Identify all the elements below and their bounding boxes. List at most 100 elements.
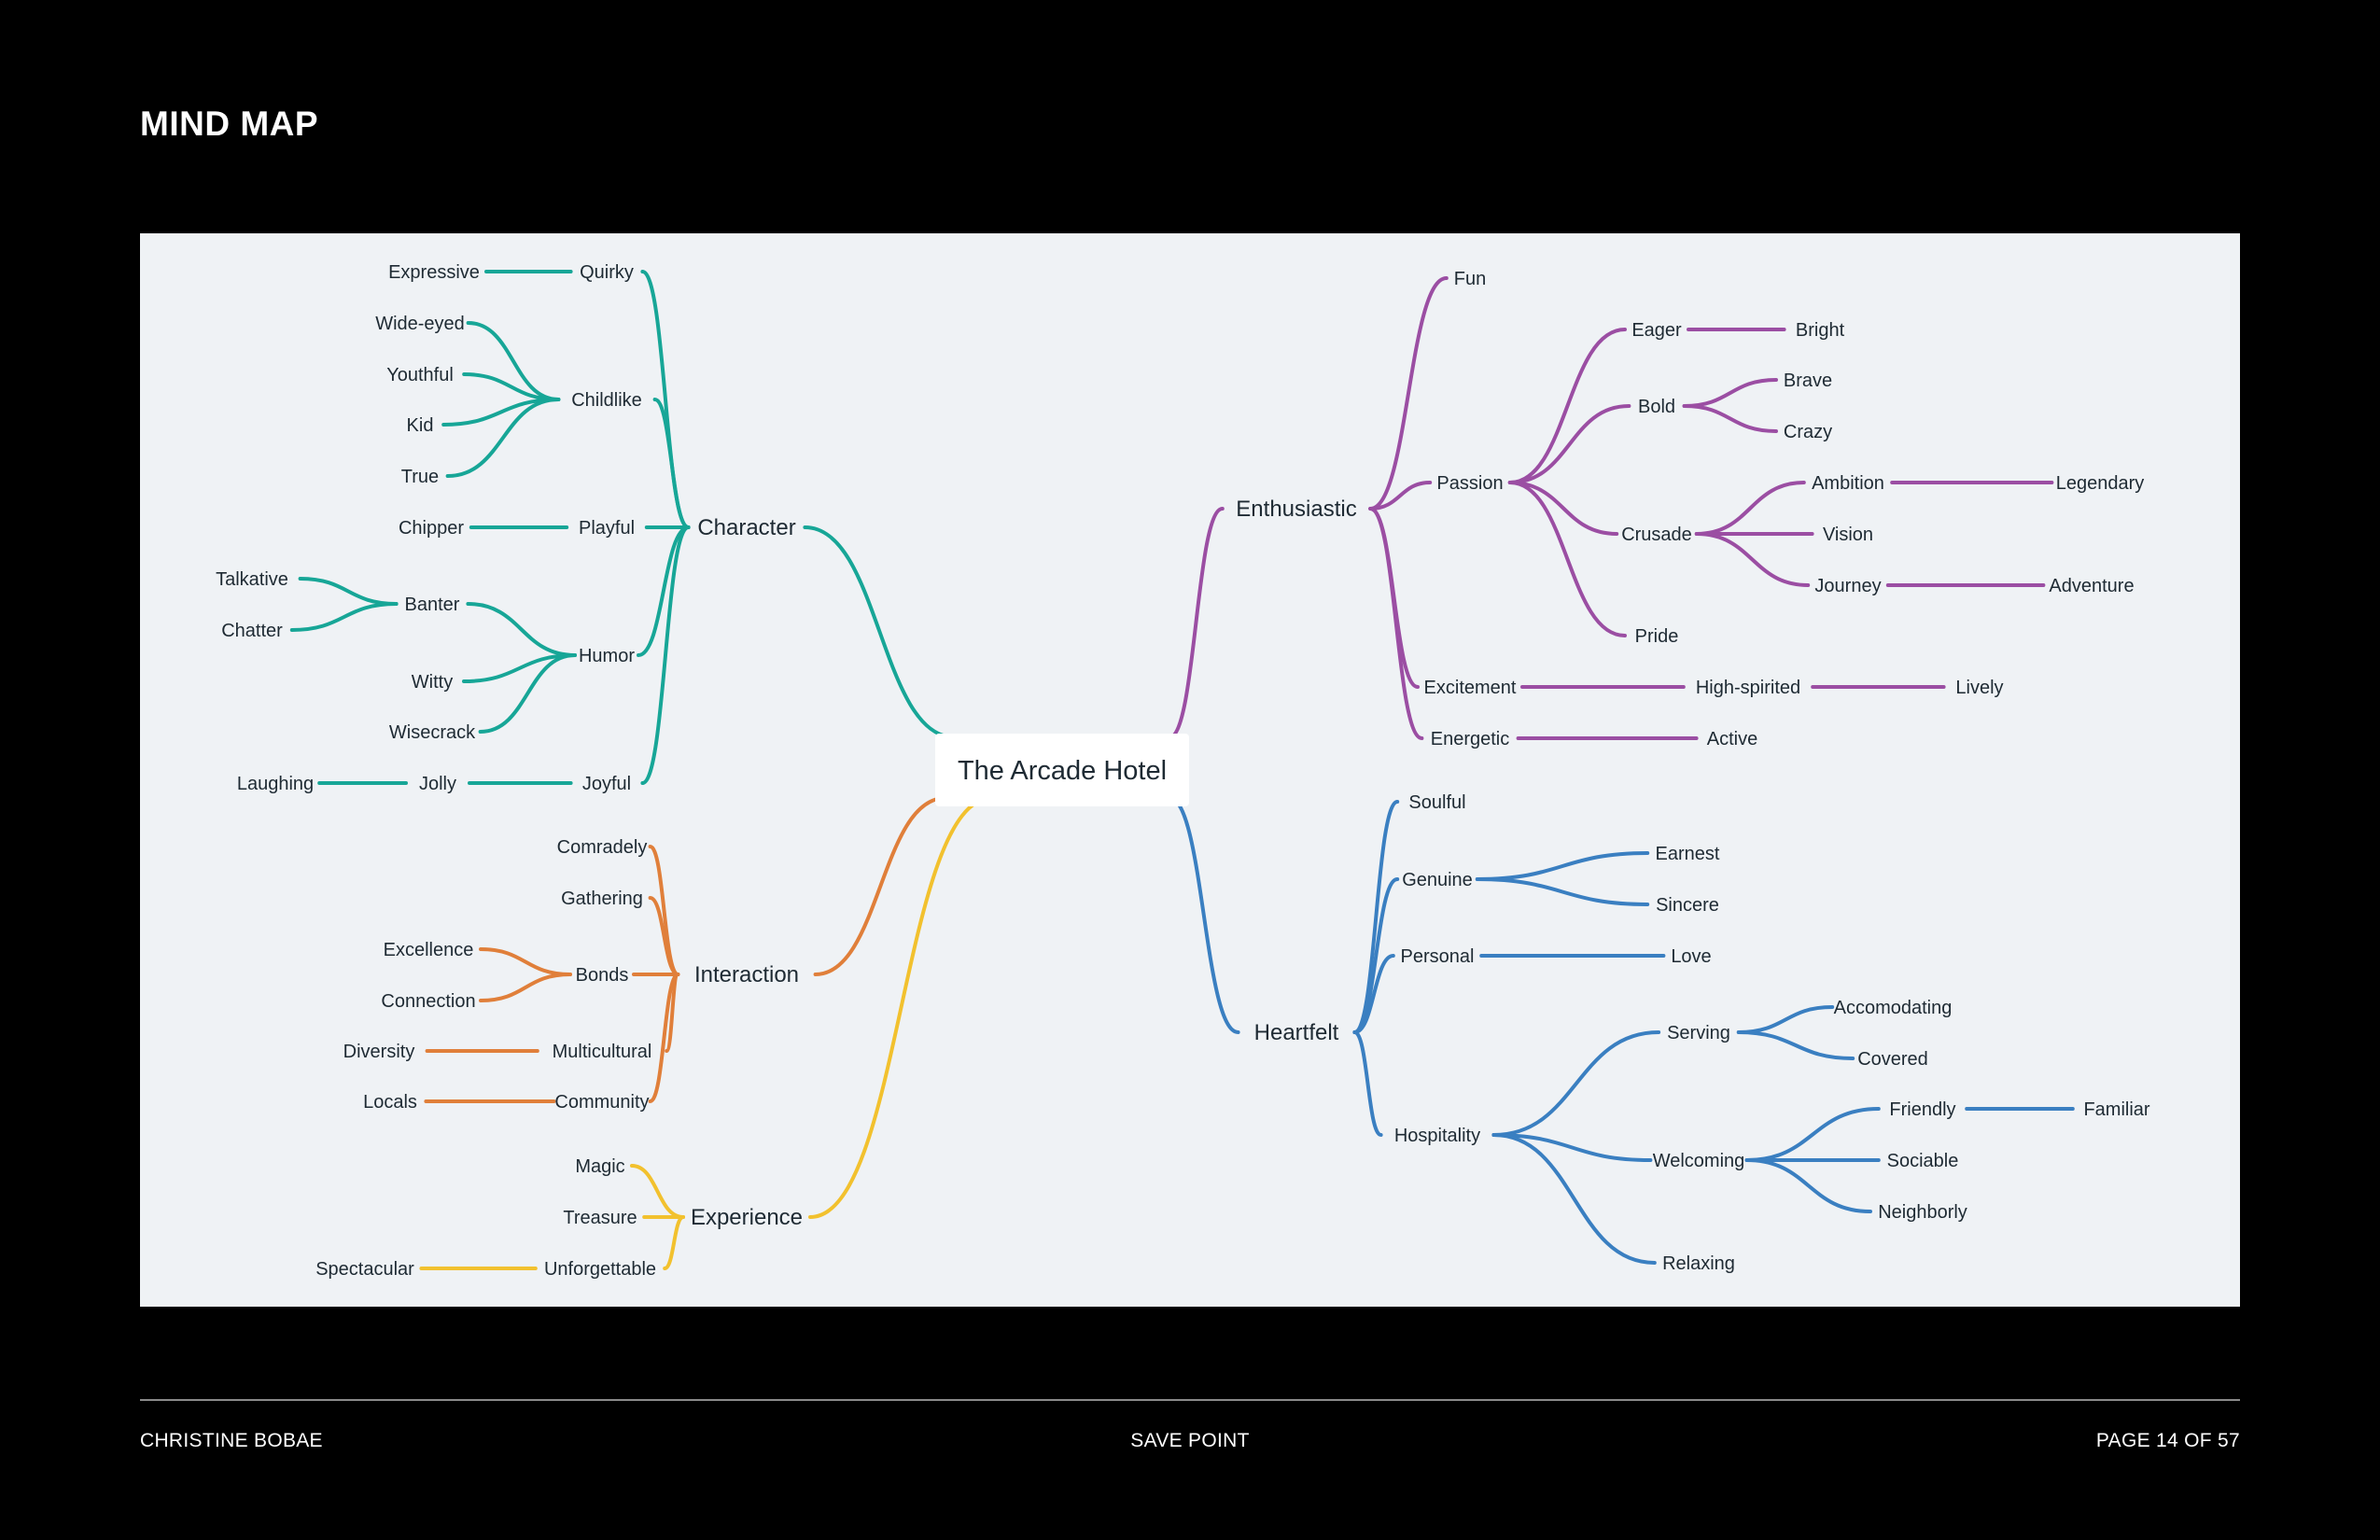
connector-joyful bbox=[640, 525, 691, 785]
node-quirky: Quirky bbox=[580, 262, 634, 283]
root-node-box bbox=[935, 734, 1189, 806]
node-legendary: Legendary bbox=[2056, 473, 2145, 494]
node-fun: Fun bbox=[1454, 269, 1486, 289]
connector-humor bbox=[637, 525, 691, 657]
node-accomodating: Accomodating bbox=[1834, 998, 1953, 1018]
node-diversity: Diversity bbox=[343, 1042, 415, 1062]
connector-quirky bbox=[640, 270, 691, 529]
node-sociable: Sociable bbox=[1887, 1151, 1959, 1171]
node-covered: Covered bbox=[1857, 1049, 1928, 1070]
node-witty: Witty bbox=[412, 672, 453, 693]
connector-serving bbox=[1491, 1030, 1661, 1137]
node-welcoming: Welcoming bbox=[1653, 1151, 1745, 1171]
node-active: Active bbox=[1707, 729, 1757, 749]
node-true: True bbox=[401, 467, 439, 487]
node-soulful: Soulful bbox=[1408, 792, 1465, 813]
connector-wide-eyed bbox=[466, 321, 561, 401]
node-excitement: Excitement bbox=[1424, 678, 1517, 698]
node-enthusiastic: Enthusiastic bbox=[1236, 497, 1356, 522]
connector-community bbox=[648, 973, 680, 1103]
node-adventure: Adventure bbox=[2049, 576, 2134, 596]
connector-banter bbox=[466, 602, 577, 657]
connector-magic bbox=[630, 1164, 685, 1219]
connector-neighborly bbox=[1744, 1158, 1872, 1213]
connector-relaxing bbox=[1491, 1133, 1657, 1265]
connector-interaction bbox=[813, 796, 947, 976]
footer-page-number: PAGE 14 OF 57 bbox=[2095, 1430, 2240, 1451]
node-playful: Playful bbox=[579, 518, 635, 539]
connector-experience bbox=[808, 796, 994, 1219]
node-chipper: Chipper bbox=[399, 518, 464, 539]
connector-fun bbox=[1368, 276, 1449, 511]
connector-kid bbox=[441, 398, 561, 427]
node-unforgettable: Unforgettable bbox=[544, 1259, 656, 1280]
node-locals: Locals bbox=[363, 1092, 417, 1113]
connector-pride bbox=[1507, 481, 1627, 637]
node-multicultural: Multicultural bbox=[553, 1042, 652, 1062]
node-ambition: Ambition bbox=[1812, 473, 1884, 494]
node-vision: Vision bbox=[1823, 525, 1873, 545]
node-magic: Magic bbox=[575, 1156, 624, 1177]
node-expressive: Expressive bbox=[388, 262, 480, 283]
node-heartfelt: Heartfelt bbox=[1254, 1020, 1339, 1045]
node-bold: Bold bbox=[1638, 397, 1675, 417]
node-chatter: Chatter bbox=[221, 621, 283, 641]
node-excellence: Excellence bbox=[384, 940, 474, 960]
connector-personal bbox=[1352, 954, 1395, 1034]
node-banter: Banter bbox=[405, 595, 460, 615]
connector-energetic bbox=[1368, 507, 1424, 740]
root-node: The Arcade Hotel bbox=[958, 756, 1167, 786]
connector-welcoming bbox=[1491, 1133, 1653, 1162]
node-journey: Journey bbox=[1814, 576, 1881, 596]
node-youthful: Youthful bbox=[386, 365, 454, 385]
node-hospitality: Hospitality bbox=[1394, 1126, 1480, 1146]
connector-unforgettable bbox=[663, 1215, 685, 1270]
connector-gathering bbox=[648, 896, 680, 976]
connector-chatter bbox=[289, 602, 399, 632]
node-wisecrack: Wisecrack bbox=[389, 722, 476, 743]
connector-accomodating bbox=[1736, 1005, 1835, 1034]
node-crazy: Crazy bbox=[1784, 422, 1832, 442]
node-wide-eyed: Wide-eyed bbox=[375, 314, 465, 334]
connector-layer bbox=[289, 270, 2075, 1271]
node-connection: Connection bbox=[381, 991, 475, 1012]
connector-character bbox=[803, 525, 957, 739]
connector-crusade bbox=[1507, 481, 1619, 536]
connector-childlike bbox=[652, 398, 691, 529]
connector-heartfelt bbox=[1168, 796, 1240, 1034]
node-childlike: Childlike bbox=[571, 390, 642, 411]
node-brave: Brave bbox=[1784, 371, 1832, 391]
connector-passion bbox=[1368, 481, 1433, 511]
node-earnest: Earnest bbox=[1656, 844, 1720, 864]
page-title: MIND MAP bbox=[140, 105, 319, 143]
connector-hospitality bbox=[1352, 1030, 1383, 1137]
connector-brave bbox=[1682, 378, 1778, 408]
node-personal: Personal bbox=[1401, 946, 1475, 967]
node-laughing: Laughing bbox=[237, 774, 314, 794]
node-energetic: Energetic bbox=[1431, 729, 1510, 749]
connector-wisecrack bbox=[478, 653, 577, 734]
node-joyful: Joyful bbox=[582, 774, 631, 794]
footer-author: CHRISTINE BOBAE bbox=[140, 1430, 323, 1451]
node-serving: Serving bbox=[1667, 1023, 1730, 1043]
node-treasure: Treasure bbox=[563, 1208, 637, 1228]
connector-journey bbox=[1694, 532, 1811, 587]
connector-ambition bbox=[1694, 481, 1806, 536]
node-jolly: Jolly bbox=[419, 774, 456, 794]
node-spectacular: Spectacular bbox=[315, 1259, 414, 1280]
node-high-spirited: High-spirited bbox=[1696, 678, 1800, 698]
connector-soulful bbox=[1352, 800, 1400, 1034]
node-character: Character bbox=[697, 515, 795, 540]
node-gathering: Gathering bbox=[561, 889, 643, 909]
connector-comradely bbox=[648, 845, 680, 976]
node-eager: Eager bbox=[1631, 320, 1682, 341]
node-passion: Passion bbox=[1436, 473, 1503, 494]
node-crusade: Crusade bbox=[1621, 525, 1692, 545]
connector-true bbox=[445, 398, 561, 478]
node-talkative: Talkative bbox=[216, 569, 288, 590]
node-relaxing: Relaxing bbox=[1662, 1253, 1735, 1274]
connector-connection bbox=[479, 973, 572, 1002]
